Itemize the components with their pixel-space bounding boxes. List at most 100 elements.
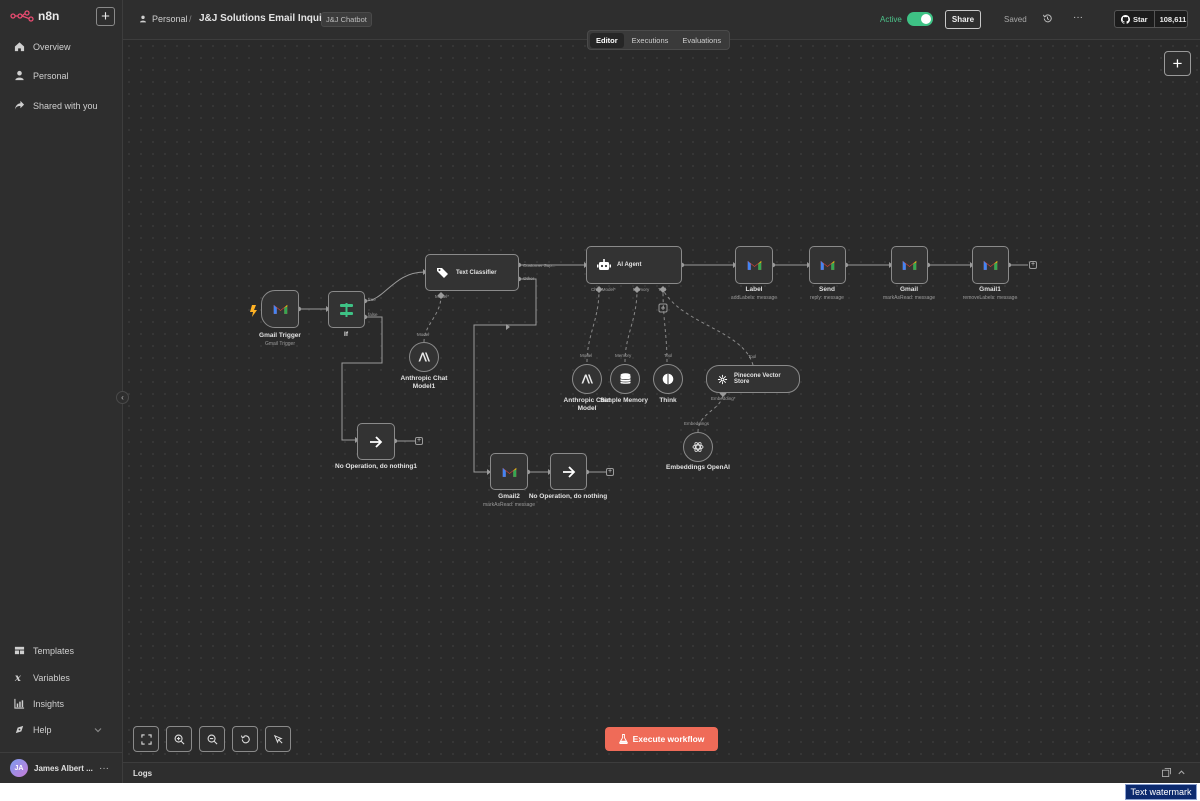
node-if[interactable] xyxy=(328,291,365,328)
arrow-right-icon xyxy=(562,466,576,478)
tab-evaluations[interactable]: Evaluations xyxy=(676,33,727,48)
zoom-out-button[interactable] xyxy=(199,726,225,752)
add-node-button[interactable]: + xyxy=(1164,51,1191,76)
node-subtitle: reply: message xyxy=(810,295,844,301)
edge-think-agent xyxy=(663,290,667,362)
port-label-other: Other xyxy=(523,276,534,281)
node-label: Store xyxy=(734,379,781,385)
node-label: Model xyxy=(578,405,597,412)
logs-panel[interactable]: Logs xyxy=(123,762,1200,783)
node-subtitle: removeLabels: message xyxy=(963,295,1017,301)
node-label: Gmail Trigger xyxy=(259,332,301,339)
n8n-app: n8n + Overview Personal Shared with you … xyxy=(0,0,1200,783)
user-more-icon[interactable]: ··· xyxy=(99,763,109,774)
node-simple-memory[interactable] xyxy=(610,364,640,394)
zoom-out-icon xyxy=(207,734,218,745)
sidebar-item-personal[interactable]: Personal xyxy=(14,70,69,81)
port-label-embedding: Embedding* xyxy=(711,396,736,401)
fit-view-icon xyxy=(141,734,152,745)
sidebar-item-insights[interactable]: Insights xyxy=(14,698,64,709)
sidebar-collapse-button[interactable]: ‹ xyxy=(116,391,129,404)
breadcrumb[interactable]: Personal xyxy=(139,14,188,24)
node-gmail[interactable] xyxy=(891,246,928,284)
zoom-in-icon xyxy=(174,734,185,745)
tab-editor[interactable]: Editor xyxy=(590,33,624,48)
node-subtitle: addLabels: message xyxy=(731,295,777,301)
share-icon xyxy=(14,100,25,111)
github-star-count: 108,611 xyxy=(1155,11,1188,27)
edge-classifier-gmail2 xyxy=(474,279,536,472)
gmail-icon xyxy=(747,259,762,271)
chevron-left-icon: ‹ xyxy=(121,393,124,402)
workflow-canvas[interactable]: Gmail Trigger Gmail Trigger If true fals… xyxy=(123,40,1200,762)
node-gmail1[interactable] xyxy=(972,246,1009,284)
node-anthropic-chat-model[interactable] xyxy=(572,364,602,394)
help-icon xyxy=(14,724,25,735)
sidebar-item-overview[interactable]: Overview xyxy=(14,41,71,52)
node-no-operation-1[interactable] xyxy=(357,423,395,460)
svg-text:x: x xyxy=(14,673,22,683)
tab-executions[interactable]: Executions xyxy=(626,33,675,48)
tidy-up-button[interactable] xyxy=(265,726,291,752)
node-gmail-trigger[interactable] xyxy=(261,290,299,328)
node-ai-agent[interactable]: AI Agent xyxy=(586,246,682,284)
node-anthropic-chat-model1[interactable] xyxy=(409,342,439,372)
fit-view-button[interactable] xyxy=(133,726,159,752)
robot-icon xyxy=(597,259,611,271)
node-label: Text Classifier xyxy=(456,270,497,276)
zoom-in-button[interactable] xyxy=(166,726,192,752)
node-pinecone-vector-store[interactable]: Pinecone Vector Store xyxy=(706,365,800,393)
node-gmail2[interactable] xyxy=(490,453,528,490)
node-subtitle: markAsRead: message xyxy=(483,502,535,508)
node-text-classifier[interactable]: Text Classifier xyxy=(425,254,519,291)
node-embeddings-openai[interactable] xyxy=(683,432,713,462)
chevron-up-icon[interactable] xyxy=(1177,768,1186,777)
sidebar-item-variables[interactable]: x Variables xyxy=(14,672,70,683)
sidebar-item-help[interactable]: Help xyxy=(14,724,52,735)
n8n-logo[interactable]: n8n xyxy=(10,9,59,23)
history-icon[interactable] xyxy=(1042,13,1053,24)
add-node-plus[interactable]: + xyxy=(415,437,423,445)
sidebar-item-label: Personal xyxy=(33,71,69,81)
reset-zoom-button[interactable] xyxy=(232,726,258,752)
chevron-down-icon[interactable] xyxy=(94,726,102,734)
node-no-operation[interactable] xyxy=(550,453,587,490)
add-node-plus[interactable]: + xyxy=(606,468,614,476)
github-star-button[interactable]: Star 108,611 xyxy=(1114,10,1188,28)
port-label-embeddings: Embeddings xyxy=(684,421,709,426)
sidebar-item-shared[interactable]: Shared with you xyxy=(14,100,98,111)
gmail-icon xyxy=(902,259,917,271)
active-toggle[interactable] xyxy=(907,12,933,26)
node-send[interactable] xyxy=(809,246,846,284)
node-label: No Operation, do nothing1 xyxy=(335,463,417,470)
sidebar-item-templates[interactable]: Templates xyxy=(14,645,74,656)
node-label: Label xyxy=(746,286,763,293)
flask-icon xyxy=(619,734,628,744)
share-button[interactable]: Share xyxy=(945,10,981,29)
node-label: Send xyxy=(819,286,835,293)
user-menu[interactable]: JA James Albert ... ··· xyxy=(0,752,123,783)
node-think[interactable] xyxy=(653,364,683,394)
node-label-gmail[interactable] xyxy=(735,246,773,284)
workflow-tag[interactable]: J&J Chatbot xyxy=(321,12,372,27)
breadcrumb-separator: / xyxy=(189,14,192,24)
github-icon xyxy=(1121,15,1130,24)
port-label-false: false xyxy=(368,312,378,317)
node-label: Gmail1 xyxy=(979,286,1001,293)
workflow-title[interactable]: J&J Solutions Email Inquiry xyxy=(199,13,331,24)
sidebar-item-label: Help xyxy=(33,725,52,735)
user-icon xyxy=(14,70,25,81)
create-button[interactable]: + xyxy=(96,7,115,26)
node-label: Embeddings OpenAI xyxy=(666,464,730,471)
add-node-plus[interactable]: + xyxy=(1029,261,1037,269)
pop-out-icon[interactable] xyxy=(1162,768,1171,777)
anthropic-icon xyxy=(418,352,430,362)
text-watermark: Text watermark xyxy=(1125,784,1197,800)
port-label-tool: Tool xyxy=(658,287,666,292)
plus-icon: + xyxy=(101,9,110,24)
sidebar-item-label: Overview xyxy=(33,42,71,52)
github-star-label: Star xyxy=(1133,15,1148,24)
more-icon[interactable]: ··· xyxy=(1073,12,1083,23)
execute-workflow-button[interactable]: Execute workflow xyxy=(605,727,718,751)
pinecone-icon xyxy=(717,374,728,385)
